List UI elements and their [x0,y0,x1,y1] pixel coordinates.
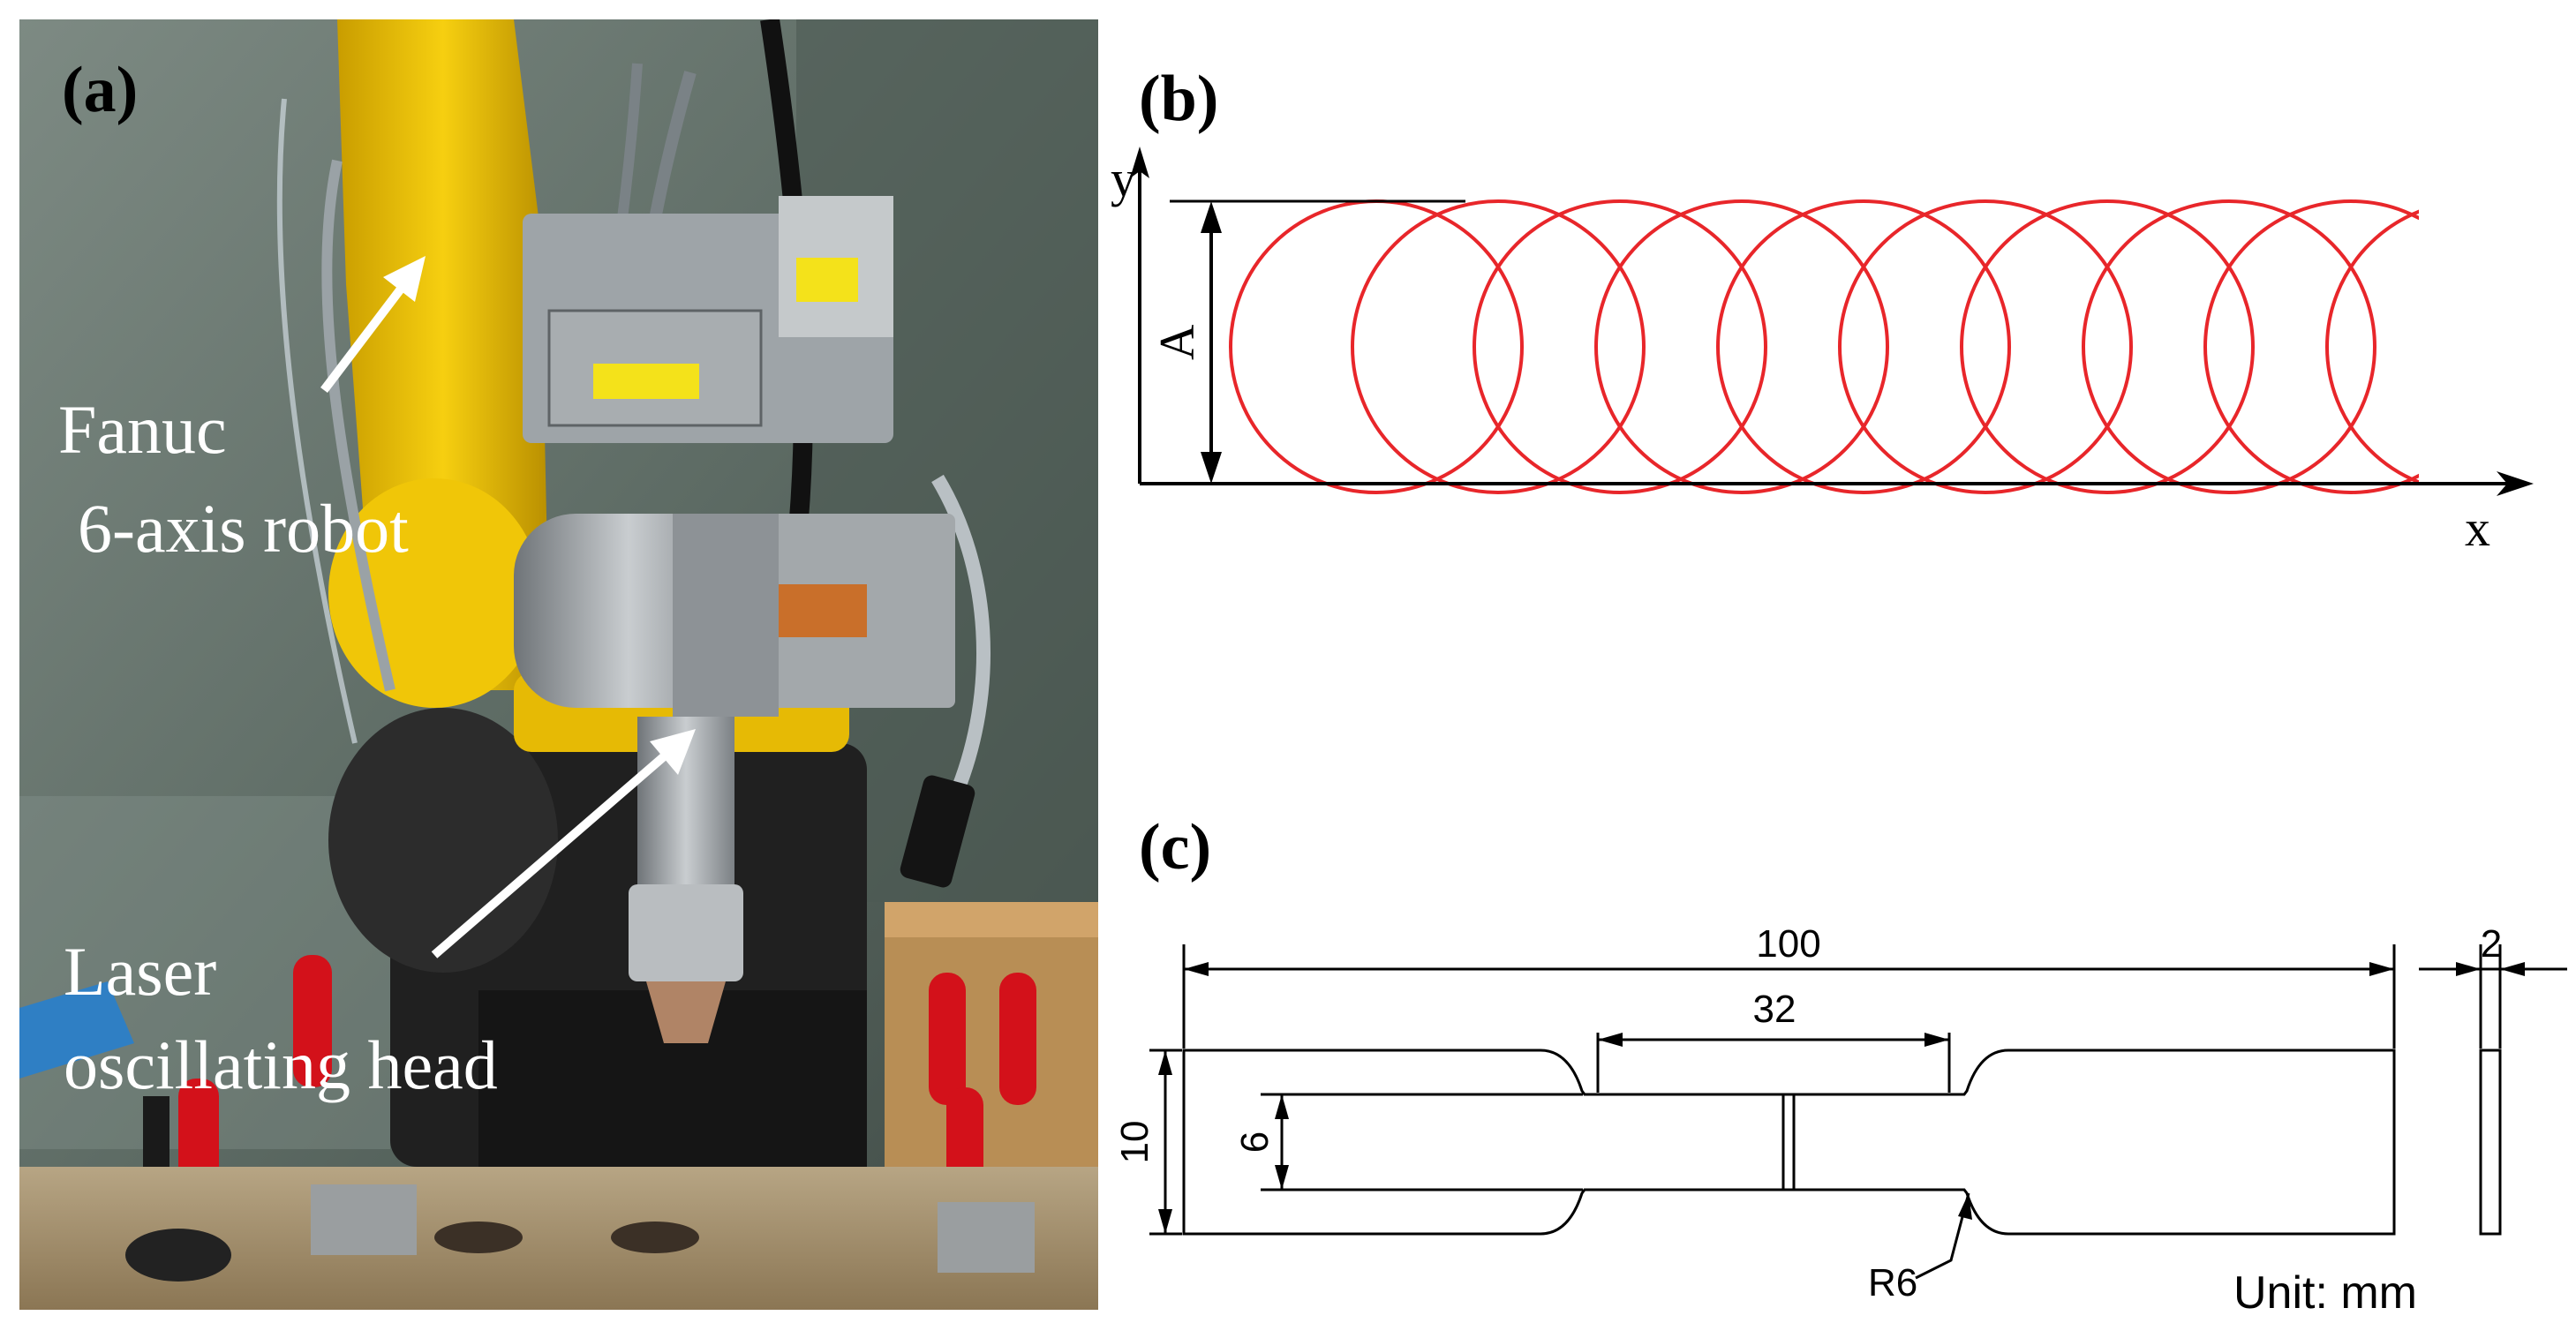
panel-a-label: (a) [62,54,139,126]
robot-label-line2: 6-axis robot [78,490,409,567]
trajectory-loop [1229,199,1524,494]
length-dimension-text: 100 [1756,922,1820,966]
robot-pointer-arrow [320,256,426,394]
specimen-side-view [2479,1049,2502,1236]
trajectory-loop [2203,199,2419,494]
head-label-line2: oscillating head [64,1026,498,1103]
specimen-outline [1182,1049,2396,1236]
trajectory-loop [1716,199,2011,494]
head-label-line1: Laser [64,933,217,1010]
clamp-handle [293,955,332,1087]
y-axis-arrowhead [1130,147,1149,178]
gauge-length-dimension-text: 32 [1753,988,1796,1031]
panel-c-label: (c) [1139,811,1212,883]
y-axis-label: y [1111,150,1136,207]
radius-dimension-text: R6 [1868,1261,1917,1304]
amplitude-label: A [1150,324,1205,360]
trajectory-diagram: y x A [1111,147,2534,557]
trajectory-loop [1351,199,1646,494]
robot-label-line1: Fanuc [58,391,227,468]
radius-leader [1915,1192,1970,1280]
width-dimension-text: 10 [1113,1121,1156,1164]
tensile-specimen-drawing: 100 32 2 10 6 R6 Unit: mm [1113,922,2567,1319]
gauge-width-dimension-text: 6 [1233,1131,1277,1153]
head-pointer-arrow [431,729,696,958]
trajectory-loop [1960,199,2255,494]
panel-b-label: (b) [1139,63,1219,135]
x-axis-label: x [2465,500,2490,557]
x-axis-arrowhead [2497,471,2534,496]
trajectory-loop [1838,199,2133,494]
cardboard-box [885,902,1098,1167]
trajectory-loop [1473,199,1767,494]
unit-label: Unit: mm [2233,1267,2417,1319]
trajectory-loop [2082,199,2376,494]
robot-photo [19,19,1098,1310]
trajectory-loops [1229,199,2419,494]
thickness-dimension-text: 2 [2481,922,2502,966]
trajectory-loop [2325,209,2419,485]
trajectory-loop [1594,199,1889,494]
